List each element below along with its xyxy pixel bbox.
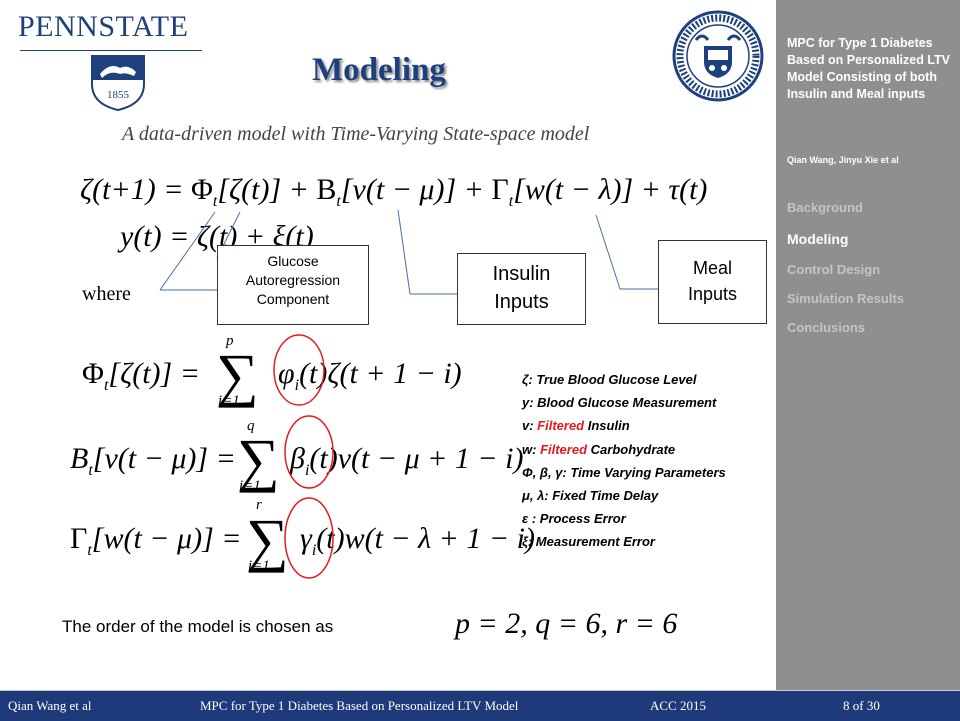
b-def-lower: i=1 [239,478,261,494]
b-def-sub: t [88,462,93,479]
phi-def-lhs: Φ [82,357,104,390]
footer-title: MPC for Type 1 Diabetes Based on Persona… [200,698,519,713]
insulin-box-line1: Insulin [492,263,551,285]
gamma-definition: Γt[w(t − μ)] = [70,522,242,560]
phi-def-lhs2: [ζ(t)] = [108,357,200,390]
nav-item-conclusions[interactable]: Conclusions [787,320,866,335]
gamma-def-term-sub: i [311,542,317,559]
legend-zeta: ζ: True Blood Glucose Level [522,372,697,387]
slide-subtitle: A data-driven model with Time-Varying St… [122,123,590,145]
gamma-def-rest: (t)w(t − λ + 1 − i) [316,522,535,555]
footer-author: Qian Wang et al [8,698,92,713]
meal-inputs-box: Meal Inputs [658,240,767,324]
gamma-highlight-circle [284,497,334,579]
legend-v-post: Insulin [584,418,630,434]
slide-title: Modeling [312,52,446,88]
legend-v: v: Filtered Insulin [522,414,726,437]
state-equation: ζ(t+1) = Φt[ζ(t)] + Bt[v(t − μ)] + Γt[w(… [80,173,707,211]
state-eq-lhs: ζ(t+1) = [80,173,184,206]
nav-item-simulation-results[interactable]: Simulation Results [787,291,905,306]
pennstate-shield-icon: 1855 [91,55,145,112]
phi-def-sum: ∑ [216,342,259,408]
state-eq-gamma: Γ [491,173,509,206]
logo-rule [20,50,202,51]
footer-venue: ACC 2015 [650,698,706,713]
insulin-inputs-box: Insulin Inputs [457,253,586,325]
gamma-def-sub: t [87,542,92,559]
insulin-box-line2: Inputs [494,291,549,313]
state-eq-b: B [316,173,337,206]
gamma-def-lhs: Γ [70,522,88,555]
symbol-legend: ζ: True Blood Glucose Level y: Blood Glu… [522,368,726,554]
state-eq-gamma-sub: t [508,193,514,210]
legend-w-post: Carbohydrate [587,441,676,457]
sidebar-authors: Qian Wang, Jinyu Xie et al [787,155,899,165]
phi-highlight-circle [273,334,325,406]
legend-v-filtered: Filtered [537,418,585,434]
gamma-def-upper: r [256,497,262,513]
b-def-lhs: B [70,442,89,475]
legend-w-pre: w: [522,441,541,457]
state-eq-b-sub: t [336,193,341,210]
nav-item-modeling[interactable]: Modeling [787,231,849,247]
glucose-box-line1: Glucose [267,253,319,269]
legend-params: Φ, β, γ: Time Varying Parameters [522,464,726,480]
state-eq-rest3: [w(t − λ)] + τ(t) [513,173,708,206]
gamma-def-rhs: γi(t)w(t − λ + 1 − i) [300,522,535,560]
phi-definition: Φt[ζ(t)] = [82,357,200,395]
gamma-def-term: γ [300,522,312,555]
gamma-def-sum: ∑ [246,507,289,573]
university-seal-icon [672,10,764,102]
pennstate-logo: PENNSTATE 1855 [18,10,208,112]
model-order-equation: p = 2, q = 6, r = 6 [455,607,678,640]
state-eq-rest1: [ζ(t)] + [217,173,317,206]
state-eq-rest2: [v(t − μ)] + [340,173,492,206]
glucose-box-line3: Component [256,291,330,307]
legend-y: y: Blood Glucose Measurement [522,395,717,411]
legend-w-filtered: Filtered [540,441,588,457]
b-def-rest: (t)v(t − μ + 1 − i) [309,442,524,475]
phi-def-term: φ [278,357,295,390]
where-label: where [82,283,131,305]
state-eq-phi-sub: t [212,193,218,210]
phi-def-rest: (t)ζ(t + 1 − i) [299,357,462,390]
model-order-label: The order of the model is chosen as [62,617,334,636]
state-eq-phi: Φ [190,173,213,206]
phi-def-upper: p [226,333,234,349]
phi-def-lower: i=1 [218,393,240,409]
b-definition: Bt[v(t − μ)] = [70,442,236,480]
glucose-autoregression-box: Glucose Autoregression Component [217,245,369,325]
legend-measurement-error: ξ: Measurement Error [522,534,655,550]
b-def-lhs2: [v(t − μ)] = [92,442,236,475]
legend-w: w: Filtered Carbohydrate [522,438,726,461]
phi-def-rhs: φi(t)ζ(t + 1 − i) [278,357,462,395]
meal-box-line1: Meal [692,258,732,278]
sidebar-title: MPC for Type 1 Diabetes Based on Persona… [787,36,951,101]
nav-item-control-design[interactable]: Control Design [787,262,881,277]
b-def-term-sub: i [304,462,310,479]
legend-process-error: ε : Process Error [522,511,626,527]
phi-def-term-sub: i [294,377,300,394]
b-def-upper: q [247,418,255,434]
legend-v-pre: v: [522,418,538,434]
beta-highlight-circle [284,415,334,489]
footer-bar: Qian Wang et al MPC for Type 1 Diabetes … [0,690,960,721]
phi-def-sub: t [103,377,109,394]
logo-wordmark: PENNSTATE [18,10,189,43]
sidebar: MPC for Type 1 Diabetes Based on Persona… [776,0,960,690]
gamma-def-lhs2: [w(t − μ)] = [91,522,242,555]
b-def-sum: ∑ [237,427,280,493]
footer-page-number: 8 of 30 [843,698,880,713]
nav-item-background[interactable]: Background [787,200,863,215]
meal-box-line2: Inputs [687,284,738,304]
gamma-def-lower: i=1 [248,558,270,574]
legend-delay: μ, λ: Fixed Time Delay [522,488,659,504]
b-def-term: β [290,442,305,475]
logo-year: 1855 [107,89,130,101]
glucose-box-line2: Autoregression [245,272,341,288]
b-def-rhs: βi(t)v(t − μ + 1 − i) [290,442,523,480]
